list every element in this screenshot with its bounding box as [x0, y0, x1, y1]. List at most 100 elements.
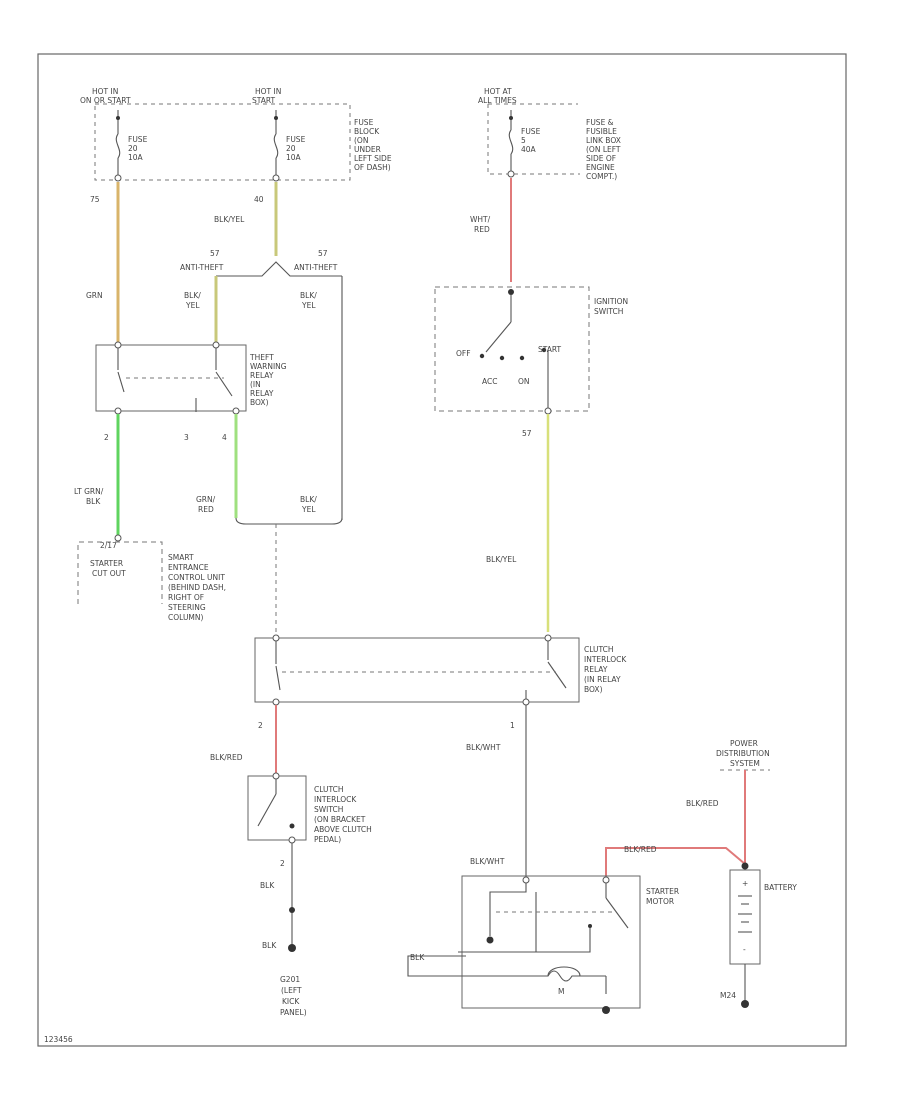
fuse1-terminal-top: [116, 116, 120, 120]
fuse2-terminal-top: [274, 116, 278, 120]
ground-terminal: [288, 944, 296, 952]
theft-relay-pin3-label: 3: [184, 433, 189, 442]
clutch-relay-right-arm: [547, 661, 567, 689]
wire-blk-b-label: BLK: [262, 941, 277, 950]
ground-splice: [289, 907, 295, 913]
theft-relay-arm-right: [215, 371, 233, 397]
fuse2-element: [273, 133, 279, 159]
wire-blkyel-top-label: BLK/YEL: [214, 215, 245, 224]
smart-entrance-outline: [77, 541, 163, 604]
wire-blkwht-b-label: BLK/WHT: [470, 857, 505, 866]
theft-relay-pin4-label: 4: [222, 433, 227, 442]
connector-75-label: 75: [90, 195, 100, 204]
starter-motor-ground: [602, 1006, 610, 1014]
connector-57b-label: 57: [318, 249, 328, 258]
theft-relay-term-5: [212, 341, 220, 349]
starter-contact-point: [588, 924, 592, 928]
wire-blkred-b-label: BLK/RED: [686, 799, 719, 808]
fuse-block-outline: [94, 103, 351, 181]
wire-blkyel-a-label: BLK/YEL: [184, 291, 201, 310]
connector-left-label: ANTI-THEFT: [180, 263, 224, 272]
clutch-switch-arm: [257, 793, 277, 827]
ignition-in-term: [508, 289, 514, 295]
ignition-pos-on: [519, 355, 525, 361]
wire-blkred-a-label: BLK/RED: [210, 753, 243, 762]
ignition-switch-arm: [485, 321, 512, 353]
battery-pos-terminal: [741, 862, 749, 870]
ignition-out-pin-label: 57: [522, 429, 532, 438]
fuse1-element: [115, 133, 121, 159]
wire-wht-red-label: WHT/RED: [470, 215, 491, 234]
fuse3-element: [508, 129, 514, 155]
clutch-relay-box: [254, 637, 580, 703]
theft-relay-arm-left: [117, 371, 125, 393]
clutch-relay-pin1-label: 1: [510, 721, 515, 730]
fuse2-terminal-bottom: [272, 174, 280, 182]
diagram-frame: [37, 53, 847, 1047]
battery-label: BATTERY: [764, 883, 797, 892]
clutch-relay-term-right: [544, 634, 552, 642]
wire-blkyel-c-label: BLK/YEL: [300, 495, 317, 514]
ignition-start-label: START: [538, 345, 562, 354]
clutch-relay-term-1: [522, 698, 530, 706]
wire-grn-red-label: GRN/RED: [196, 495, 216, 514]
clutch-relay-term-2: [272, 698, 280, 706]
clutch-relay-left-arm: [275, 665, 281, 691]
figure-id: 123456: [44, 1035, 73, 1044]
theft-relay-term-2: [114, 407, 122, 415]
starter-motor-armature: [547, 966, 581, 977]
starter-blk-label: BLK: [410, 953, 425, 962]
wire-grn-label: GRN: [86, 291, 103, 300]
starter-motor-field: [520, 970, 606, 982]
clutch-relay-term-left: [272, 634, 280, 642]
ignition-pos-start: [541, 347, 547, 353]
theft-relay-pin2-label: 2: [104, 433, 109, 442]
theft-relay-term-4: [232, 407, 240, 415]
battery-plus-label: +: [742, 879, 748, 888]
starter-motor-m-label: M: [558, 987, 564, 996]
starter-solenoid-coil-left: [489, 883, 527, 936]
ignition-off-label: OFF: [456, 349, 471, 358]
ignition-pos-acc: [499, 355, 505, 361]
clutch-switch-box: [247, 775, 307, 841]
fuse3-terminal-top: [509, 116, 513, 120]
clutch-switch-term-bottom: [288, 836, 296, 844]
connector-40-label: 40: [254, 195, 264, 204]
wire-red-to-starter: [605, 847, 746, 876]
ignition-switch-outline: [434, 286, 590, 412]
ignition-out-term: [544, 407, 552, 415]
fuse3-terminal-bottom: [507, 170, 515, 178]
battery-minus-label: -: [743, 945, 746, 954]
starter-motor-box: [461, 875, 641, 1009]
clutch-switch-pin2-label: 2: [280, 859, 285, 868]
theft-relay-box: [95, 344, 247, 412]
fuse-link-outline: [487, 103, 580, 175]
starter-blk-wire: [407, 955, 520, 977]
wire-blkyel-b-label: BLK/YEL: [300, 291, 317, 310]
smart-entrance-pin-label: 2/17: [100, 541, 117, 550]
connector-right-label: ANTI-THEFT: [294, 263, 338, 272]
starter-internal-ground: [486, 936, 494, 944]
wire-blk-a-label: BLK: [260, 881, 275, 890]
clutch-relay-pin2-label: 2: [258, 721, 263, 730]
wire-blkred-c-label: BLK/RED: [624, 845, 657, 854]
theft-relay-term-1: [114, 341, 122, 349]
ignition-on-label: ON: [518, 377, 530, 386]
starter-b-terminal: [602, 876, 610, 884]
junction-merge: [235, 517, 343, 525]
battery-ground: [741, 1000, 749, 1008]
